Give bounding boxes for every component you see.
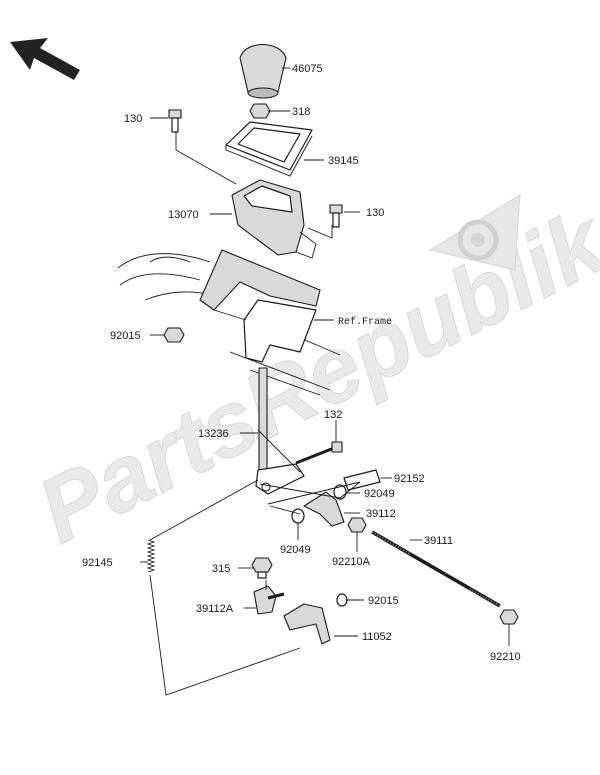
shift-boot [225, 121, 313, 177]
watermark-gear-icon [428, 194, 521, 271]
nut-92210A [347, 517, 367, 533]
lever-39112 [303, 491, 345, 527]
washer-92049-lower [291, 508, 305, 524]
label-13236: 13236 [198, 428, 229, 440]
label-92145: 92145 [82, 557, 113, 569]
label-ref-frame: Ref.Frame [338, 316, 392, 328]
part-labels: 46075 318 130 39145 13070 130 92015 Ref.… [82, 63, 521, 663]
label-92152: 92152 [394, 473, 425, 485]
label-132: 132 [324, 409, 342, 421]
direction-arrow-icon [10, 38, 80, 80]
nut-92210 [499, 609, 519, 625]
label-92210: 92210 [490, 651, 521, 663]
nut-318 [249, 103, 271, 119]
tie-rod-39111 [371, 530, 501, 608]
label-39111: 39111 [424, 535, 453, 547]
label-130-right: 130 [366, 207, 384, 219]
label-92049-upper: 92049 [364, 488, 395, 500]
label-315: 315 [212, 563, 230, 575]
washer-92015-lower [336, 593, 348, 607]
label-92015-upper: 92015 [110, 330, 141, 342]
spring-92145 [146, 539, 156, 573]
nut-92015-upper [163, 327, 185, 343]
label-46075: 46075 [292, 63, 323, 75]
label-39112: 39112 [366, 508, 396, 520]
bolt-132 [295, 441, 343, 465]
bracket-11052 [283, 603, 331, 645]
frame-bracket [199, 249, 321, 363]
label-11052: 11052 [362, 631, 392, 643]
label-318: 318 [292, 106, 310, 118]
label-92210A: 92210A [332, 556, 371, 568]
label-39112A: 39112A [196, 603, 234, 615]
label-39145: 39145 [328, 155, 359, 167]
label-13070: 13070 [168, 209, 199, 221]
label-130-left: 130 [124, 113, 142, 125]
label-92049-lower: 92049 [280, 544, 311, 556]
shift-knob [239, 44, 287, 99]
leader-lines [140, 67, 510, 696]
bolt-130-right [329, 204, 343, 228]
bolt-130-left [168, 109, 182, 133]
ball-joint-39112A [253, 585, 285, 615]
shift-bracket [231, 179, 317, 259]
label-92015-lower: 92015 [368, 595, 399, 607]
collar-92152 [343, 469, 381, 491]
nut-315 [251, 557, 273, 579]
